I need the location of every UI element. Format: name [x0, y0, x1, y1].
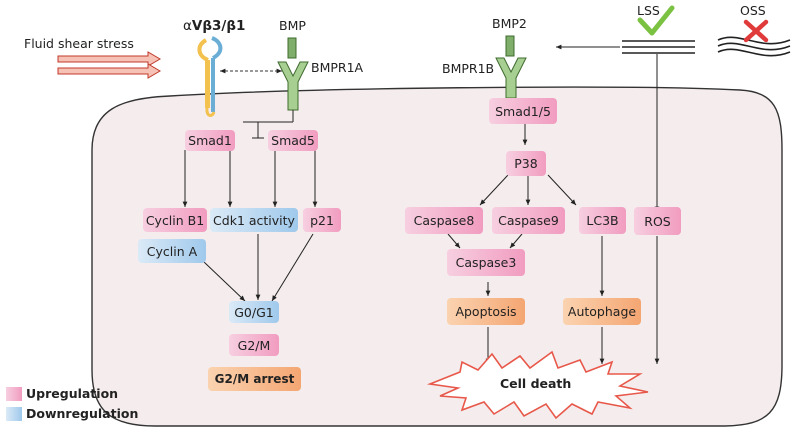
oss-label: OSS	[740, 3, 766, 18]
bmpr1b-receptor	[495, 57, 527, 99]
caspase3-node: Caspase3	[447, 249, 525, 276]
integrin-label-prefix: α	[183, 18, 192, 34]
g2m-arrest-node: G2/M arrest	[208, 367, 301, 391]
integrin-receptor	[197, 36, 223, 117]
smad5-node: Smad5	[268, 130, 318, 151]
integrin-label-bold: Vβ3/β1	[191, 18, 246, 34]
cell-death-burst	[426, 350, 649, 420]
p21-node: p21	[303, 208, 341, 232]
integrin-label: αVβ3/β1	[183, 18, 245, 34]
g2m-node: G2/M	[229, 334, 279, 356]
bmpr1a-receptor	[277, 61, 309, 111]
cell-death-label: Cell death	[500, 376, 572, 391]
smad1-node: Smad1	[185, 130, 235, 151]
upregulation-label: Upregulation	[26, 386, 119, 401]
apoptosis-node: Apoptosis	[447, 298, 525, 325]
downregulation-label: Downregulation	[26, 406, 139, 421]
smad15-node: Smad1/5	[489, 98, 557, 124]
lss-label: LSS	[637, 3, 660, 18]
cdk1-activity-node: Cdk1 activity	[210, 208, 298, 232]
g0g1-node: G0/G1	[229, 301, 279, 323]
ros-node: ROS	[634, 207, 681, 235]
caspase9-node: Caspase9	[492, 207, 565, 234]
autophage-node: Autophage	[563, 298, 641, 325]
bmp-ligand	[287, 37, 297, 59]
bmp2-ligand	[505, 35, 515, 57]
lc3b-node: LC3B	[579, 207, 626, 234]
lss-lines	[622, 40, 695, 54]
cyclin-b1-node: Cyclin B1	[143, 208, 207, 232]
cross-icon	[743, 19, 769, 43]
oss-wavy-lines	[717, 36, 791, 57]
caspase8-node: Caspase8	[405, 207, 483, 234]
cyclin-a-node: Cyclin A	[138, 239, 206, 263]
bmp2-label: BMP2	[492, 16, 527, 31]
downregulation-swatch	[6, 407, 22, 421]
bmp-label: BMP	[279, 18, 306, 33]
bmpr1a-label: BMPR1A	[311, 60, 364, 75]
p38-node: P38	[506, 151, 546, 176]
check-icon	[637, 5, 675, 36]
shear-stress-arrows	[57, 51, 161, 79]
fluid-shear-stress-label: Fluid shear stress	[24, 36, 134, 51]
bmpr1b-label: BMPR1B	[442, 61, 495, 76]
upregulation-swatch	[6, 387, 22, 401]
